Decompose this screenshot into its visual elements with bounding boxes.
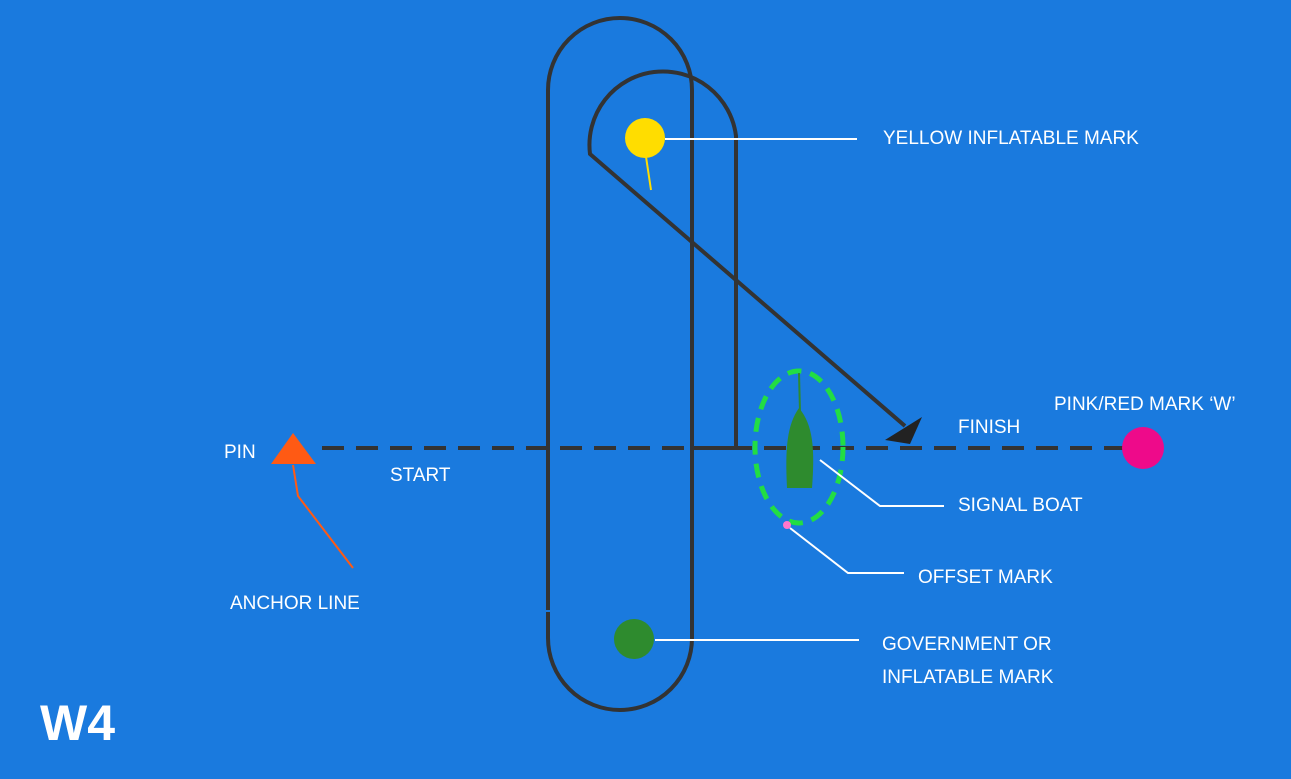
pin-label: PIN (224, 442, 256, 463)
yellow-mark-icon (625, 118, 665, 158)
pin-icon (271, 433, 316, 464)
inner-course-loop (587, 69, 907, 450)
government-mark-label: GOVERNMENT OR INFLATABLE MARK (882, 634, 1054, 688)
signal-boat-icon (786, 408, 814, 488)
anchor-line-label: ANCHOR LINE (230, 593, 360, 614)
start-label: START (390, 465, 451, 486)
offset-mark-icon (783, 521, 791, 529)
yellow-mark-label: YELLOW INFLATABLE MARK (883, 128, 1139, 149)
outer-course-loop (546, 16, 694, 712)
offset-mark-leader (789, 527, 904, 574)
signal-boat-label: SIGNAL BOAT (958, 495, 1083, 516)
course-id-label: W4 (40, 695, 115, 751)
government-mark-icon (614, 619, 654, 659)
anchor-line (292, 464, 354, 569)
signal-boat-zone (752, 368, 846, 526)
finish-arrow-icon (885, 417, 922, 444)
signal-boat-mast (798, 372, 801, 413)
pink-mark-icon (1122, 427, 1164, 469)
pink-mark-label: PINK/RED MARK ‘W’ (1054, 394, 1236, 415)
signal-boat-leader (819, 459, 944, 507)
finish-label: FINISH (958, 417, 1021, 438)
offset-mark-label: OFFSET MARK (918, 567, 1053, 588)
